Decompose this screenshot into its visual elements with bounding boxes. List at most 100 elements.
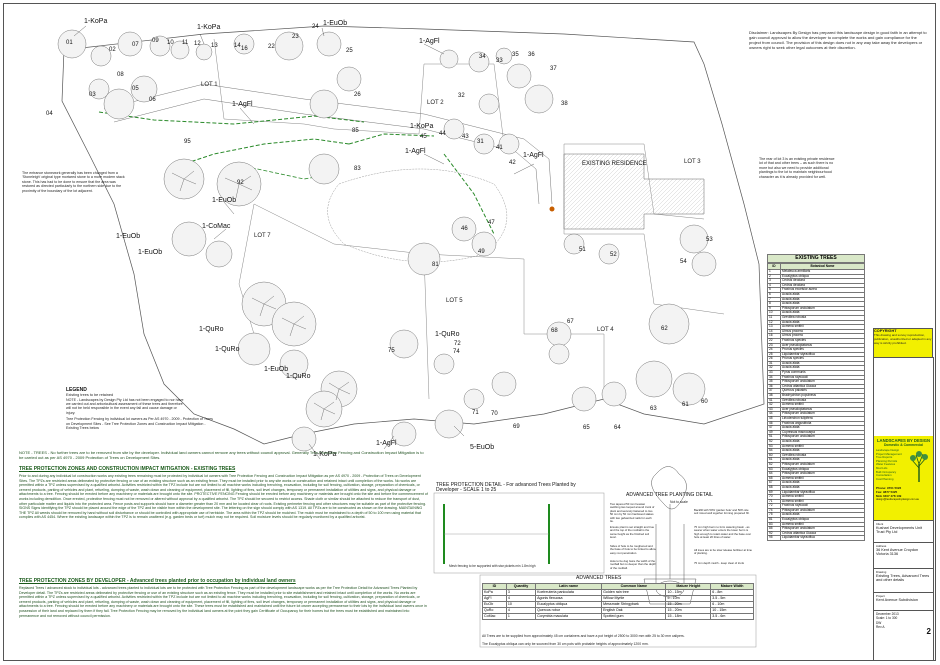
lot-label: LOT 7 xyxy=(254,233,271,239)
tree-number: 92 xyxy=(237,180,244,186)
company-fax: Fax: 9877 5325 xyxy=(876,490,898,494)
table-cell: Liquidambar styraciflua xyxy=(780,535,865,541)
lot-label: LOT 2 xyxy=(427,100,444,106)
tree-number: 41 xyxy=(496,145,503,151)
lot-label: LOT 4 xyxy=(597,327,614,333)
tree-number: 74 xyxy=(453,349,460,355)
tree-number: 43 xyxy=(462,134,469,140)
species-tag: 1-AgFl xyxy=(405,148,426,155)
tree-number: 69 xyxy=(513,424,520,430)
entrance-note: The entrance stonework generally has bee… xyxy=(22,171,125,193)
tree-number: 65 xyxy=(583,425,590,431)
tree-protection-detail-title: TREE PROTECTION DETAIL - For advanced Tr… xyxy=(436,482,576,493)
tree-number: 06 xyxy=(149,97,156,103)
table-row: EuOb 10 Eucalyptus obliqua Messmate Stri… xyxy=(482,601,754,608)
species-tag: 1-QuRo xyxy=(199,326,224,333)
service: Cost Planning xyxy=(876,476,894,481)
client-label: Client xyxy=(876,522,884,526)
legend: LEGEND Existing trees to be retained NOT… xyxy=(66,387,241,431)
lot-label: LOT 3 xyxy=(684,159,701,165)
tree-number: 07 xyxy=(132,42,139,48)
address-label: Address xyxy=(876,544,887,548)
service: Tree Reports xyxy=(876,455,893,460)
tree-number: 47 xyxy=(488,220,495,226)
company-email: design@landscapesbydesign.com.au xyxy=(876,498,920,501)
meta-cell: December 2013 Scale: 1 to 300 DW Rev A 2 xyxy=(874,610,933,660)
tree-number: 02 xyxy=(109,47,116,53)
legend-existing: Existing trees to be retained xyxy=(66,393,114,397)
service: Project Management xyxy=(876,451,902,456)
site-plan xyxy=(57,25,765,648)
tree-number: 71 xyxy=(472,410,479,416)
advanced-trees-title: ADVANCED TREES xyxy=(576,575,622,581)
lot-label: LOT 5 xyxy=(446,298,463,304)
leader-lines xyxy=(73,25,535,460)
tree-number: 70 xyxy=(491,411,498,417)
table-cell: CoMac xyxy=(482,613,507,620)
species-tag: 1-CoMac xyxy=(202,223,231,230)
client-cell: Client Kushari Developments Unit Trust P… xyxy=(874,520,933,542)
logo-tree-icon xyxy=(910,451,928,482)
species-tag: 1-KoPa xyxy=(313,451,337,458)
tree-number: 01 xyxy=(66,40,73,46)
tpz-line-2 xyxy=(168,138,350,170)
client-value: Kushari Developments Unit Trust Pty Ltd xyxy=(876,526,923,534)
project-label: Project xyxy=(876,594,885,598)
section1-body: Prior to and during any individual lot c… xyxy=(19,474,428,520)
species-tag: 1-AgFl xyxy=(419,38,440,45)
species-tag: 1-EuOb xyxy=(138,249,163,256)
drawing-date: December 2013 xyxy=(876,612,899,616)
drawing-cell: Drawing Existing Trees, Advanced Trees a… xyxy=(874,568,933,592)
tree-number: 61 xyxy=(682,402,689,408)
tpz-line-1 xyxy=(98,111,365,125)
title-block: LANDSCAPES BY DESIGN Domestic & Commerci… xyxy=(873,357,934,661)
species-tag: 1-AgFl xyxy=(376,440,397,447)
tree-number: 03 xyxy=(89,92,96,98)
tree-number: 09 xyxy=(152,38,159,44)
tree-number: 33 xyxy=(496,58,503,64)
species-tag: 1-EuOb xyxy=(323,20,348,27)
revision: Rev A xyxy=(876,625,885,630)
species-tag: 1-KoPa xyxy=(197,24,221,31)
header-cell: Botanical Name xyxy=(780,263,865,270)
tree-number: 54 xyxy=(680,259,687,265)
tree-number: 68 xyxy=(551,328,558,334)
tree-number: 37 xyxy=(550,66,557,72)
advanced-trees-footer-1: All Trees are to be supplied from approx… xyxy=(482,634,685,638)
company-phone: Phone: 9701 5022 xyxy=(876,486,902,490)
copyright-title: COPYRIGHT xyxy=(874,329,897,333)
project-cell: Project Kent Avenue Subdivision xyxy=(874,592,933,610)
planting-note-4: Hole to be dug twice the width of the ro… xyxy=(610,559,656,570)
tree-number: 75 xyxy=(388,348,395,354)
table-cell: 3.5 - 6m xyxy=(710,613,754,620)
tree-number: 44 xyxy=(439,131,446,137)
court-bowl xyxy=(327,168,508,263)
service: Consultation xyxy=(876,473,892,478)
tree-number: 05 xyxy=(132,86,139,92)
lot-label: LOT 1 xyxy=(201,82,218,88)
planting-detail-scale: Not to scale xyxy=(670,500,688,504)
service: Planning Permits xyxy=(876,458,898,463)
tree-number: 34 xyxy=(479,54,486,60)
section2-heading: TREE PROTECTION ZONES BY DEVELOPER - Adv… xyxy=(19,578,296,584)
tree-number: 42 xyxy=(509,160,516,166)
tree-number: 83 xyxy=(354,166,361,172)
legend-title: LEGEND xyxy=(66,387,87,393)
table-cell: 95 xyxy=(767,535,781,541)
driveway xyxy=(103,83,553,205)
company-block: LANDSCAPES BY DESIGN Domestic & Commerci… xyxy=(874,436,933,521)
copyright-text: This drawing and survey reproduction, pu… xyxy=(874,333,932,345)
species-tag: 1-EuOb xyxy=(264,366,289,373)
tree-number: 31 xyxy=(477,139,484,145)
legend-fencing: Tree Protection Fencing by individual lo… xyxy=(66,417,213,431)
tree-number: 51 xyxy=(579,247,586,253)
table-cell: Corymbia maculata xyxy=(535,613,603,620)
tree-number: 64 xyxy=(614,425,621,431)
advanced-trees-table: ID Quantity Latin name Common Name Matur… xyxy=(482,583,754,620)
tree-number: 60 xyxy=(701,399,708,405)
tree-number: 12 xyxy=(194,41,201,47)
tree-number: 24 xyxy=(312,24,319,30)
species-tag: 1-QuRo xyxy=(435,331,460,338)
sheet-number: 2 xyxy=(926,626,931,636)
survey-marker xyxy=(549,206,555,212)
